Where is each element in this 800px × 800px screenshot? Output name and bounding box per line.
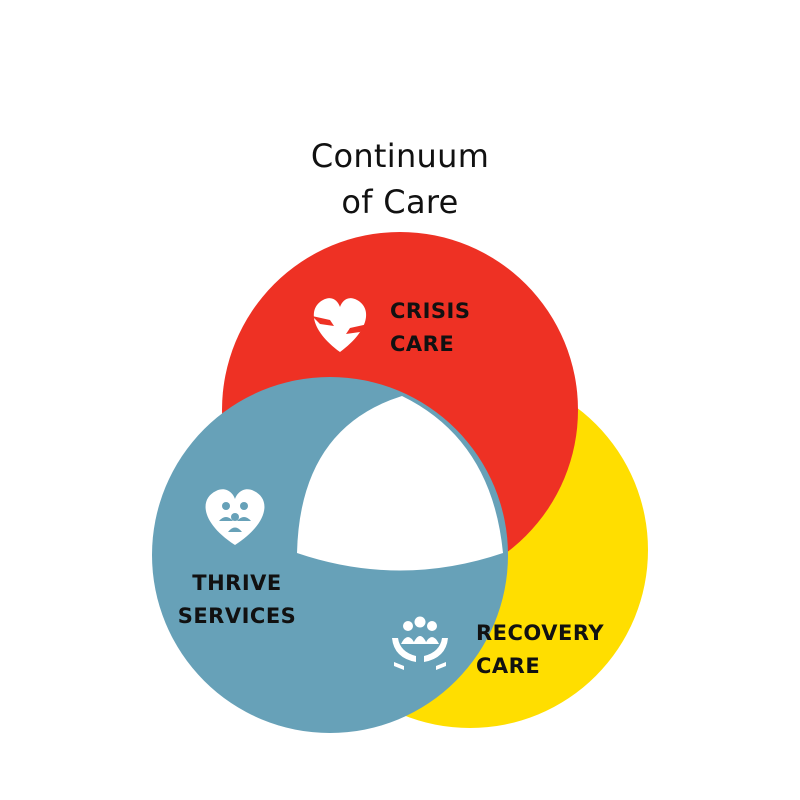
family-in-hands-icon <box>392 616 448 670</box>
diagram-title-line1: Continuum <box>310 137 490 176</box>
diagram-title-line2: of Care <box>341 183 459 222</box>
crisis-label-line1: CRISIS <box>390 299 470 323</box>
center-cutout <box>297 396 503 571</box>
thrive-label-line1: THRIVE <box>192 571 281 595</box>
thrive-label-line2: SERVICES <box>178 604 297 628</box>
recovery-label-line2: CARE <box>476 654 540 678</box>
crisis-label-line2: CARE <box>390 332 454 356</box>
heart-people-icon <box>205 489 265 545</box>
diagram-title: Continuum of Care <box>0 133 800 225</box>
heart-hands-icon <box>312 298 368 352</box>
recovery-label-line1: RECOVERY <box>476 621 604 645</box>
